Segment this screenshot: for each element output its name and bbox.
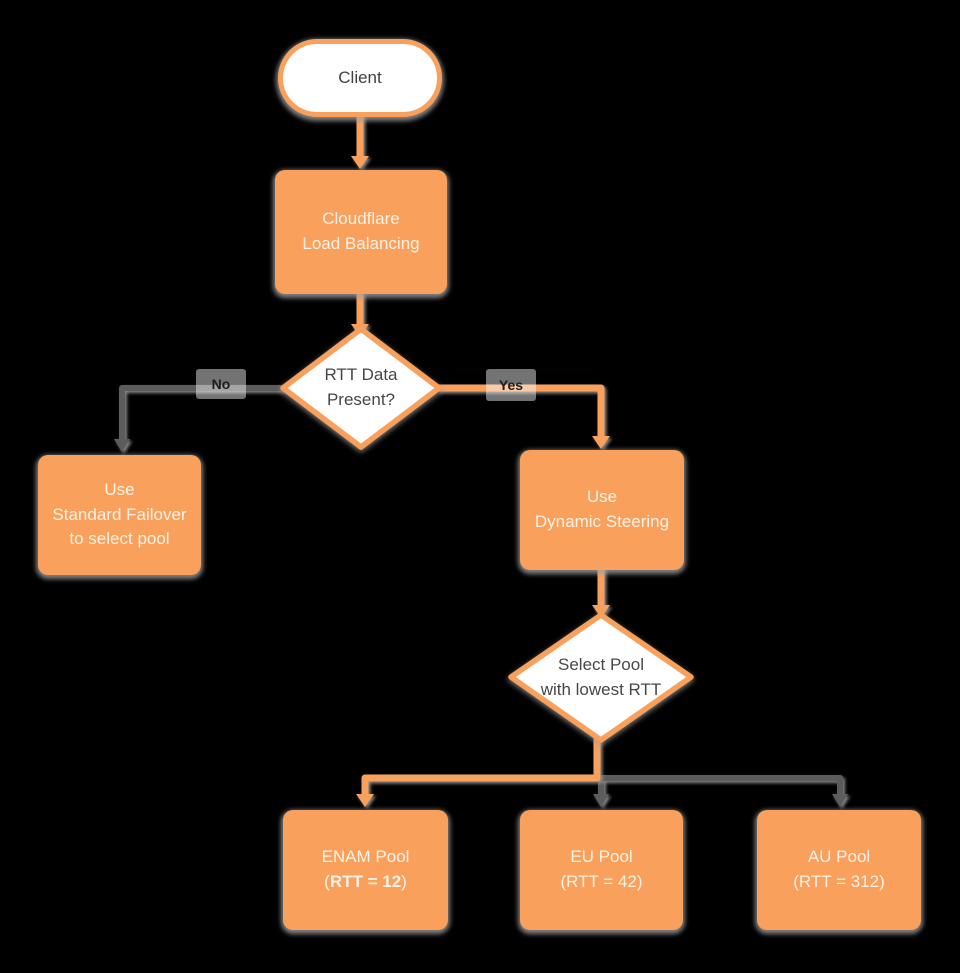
edge-label-yes-text: Yes [498,377,524,393]
node-dynamic-steering-line1: Use [586,487,618,507]
node-au-pool-name: AU Pool [807,847,871,867]
enam-rtt-close-paren: ) [401,872,407,891]
node-au-pool: AU Pool (RTT = 312) [757,810,921,930]
node-select-pool-text: Select Pool with lowest RTT [507,611,695,744]
node-enam-pool-rtt: (RTT = 12) [324,870,407,895]
edge-to-au-pool [601,775,848,807]
node-load-balancer-line1: Cloudflare [322,209,400,229]
edge-yes-dynamic-steering [437,384,610,449]
node-select-pool-line2: with lowest RTT [540,679,662,699]
node-client: Client [278,39,442,117]
node-dynamic-steering-line2: Dynamic Steering [534,512,670,531]
edge-no-standard-failover [114,385,285,452]
select-pool-diamond-shape [508,612,694,743]
enam-rtt-open-paren: ( [324,872,330,891]
node-standard-failover: Use Standard Failover to select pool [38,455,201,575]
edge-to-eu-pool [593,779,609,807]
node-select-pool: Select Pool with lowest RTT [507,611,695,744]
node-rtt-decision-line1: RTT Data [324,365,398,385]
node-standard-failover-line2: Standard Failover [52,504,187,524]
edge-client-to-lb [351,112,369,169]
edge-label-no-text: No [211,376,231,392]
node-eu-pool: EU Pool (RTT = 42) [520,810,683,930]
rtt-decision-diamond-shape [280,326,442,450]
node-load-balancer: Cloudflare Load Balancing [275,170,447,294]
edge-to-enam-pool [356,738,601,807]
node-standard-failover-line1: Use [104,480,135,500]
node-load-balancer-line2: Load Balancing [302,234,420,253]
edge-steering-to-select-pool [592,566,610,618]
node-rtt-decision-text: RTT Data Present? [279,325,443,451]
node-rtt-decision: RTT Data Present? [279,325,443,451]
node-au-pool-rtt: (RTT = 312) [793,872,885,891]
node-enam-pool: ENAM Pool (RTT = 12) [283,810,448,930]
enam-rtt-value: RTT = 12 [329,872,402,891]
node-eu-pool-name: EU Pool [570,847,633,867]
edge-label-no: No [196,369,246,399]
node-dynamic-steering: Use Dynamic Steering [520,450,684,570]
node-standard-failover-line3: to select pool [69,529,170,549]
node-enam-pool-name: ENAM Pool [321,847,410,867]
edge-label-yes: Yes [486,369,536,401]
node-rtt-decision-line2: Present? [326,390,396,409]
node-client-label: Client [338,68,382,87]
node-eu-pool-rtt: (RTT = 42) [560,872,643,891]
node-select-pool-line1: Select Pool [558,654,644,674]
